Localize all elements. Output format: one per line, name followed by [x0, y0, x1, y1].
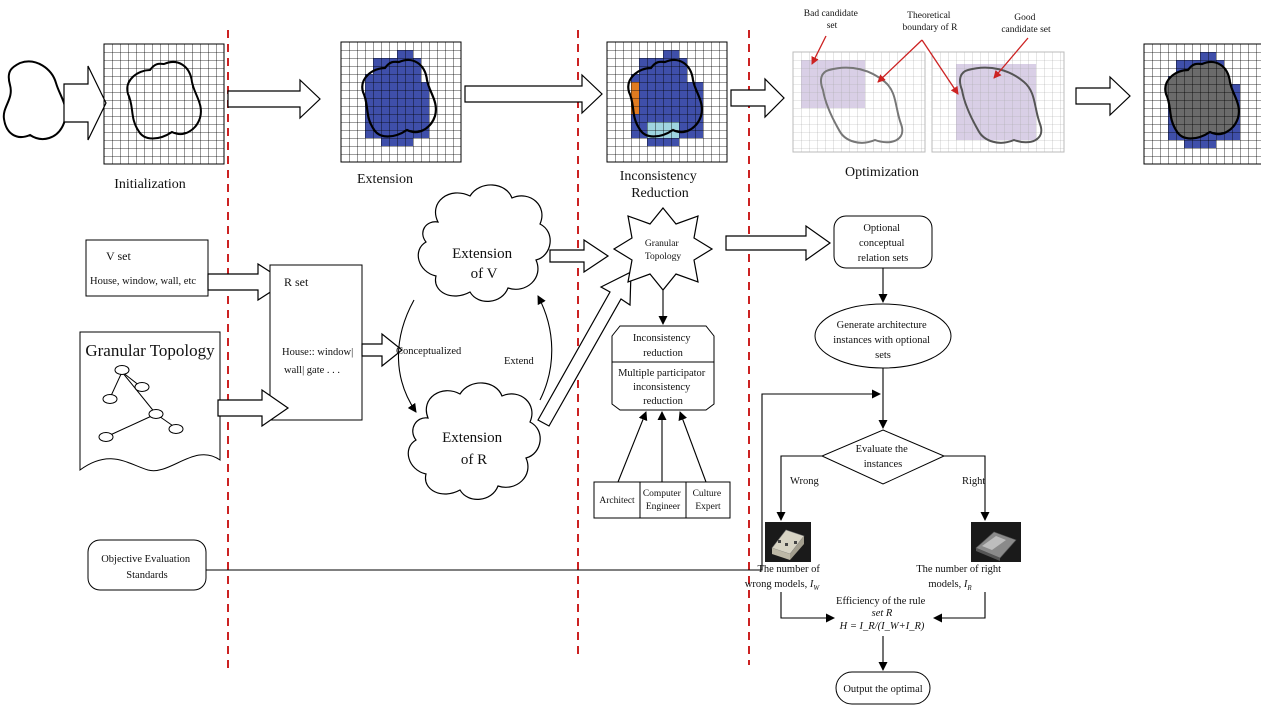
right-model-image — [971, 522, 1021, 562]
participant-architect-box — [593, 481, 641, 519]
granular-topology-title: Granular Topology — [85, 341, 215, 360]
grid-bad-candidate — [792, 51, 926, 153]
inconsistency-box-top: Inconsistency reduction — [633, 333, 693, 359]
objective-standards-label: Objective Evaluation Standards — [101, 554, 193, 581]
participant-arrows — [617, 411, 707, 483]
branch-wrong — [776, 455, 822, 521]
block-arrow-4 — [730, 77, 785, 119]
star-label: Granular Topology — [645, 239, 682, 262]
v-set-items: House, window, wall, etc — [90, 276, 196, 287]
initial-shape — [2, 60, 67, 140]
participant-computer-engineer: Computer Engineer — [643, 489, 683, 512]
inconsistency-reduction-box — [611, 325, 715, 411]
annotation-good-candidate: Good candidate set — [1001, 13, 1051, 35]
label-extend: Extend — [504, 356, 534, 367]
block-arrow-2 — [227, 78, 321, 120]
inconsistency-box-bottom: Multiple participator inconsistency redu… — [618, 368, 708, 407]
stage-dividers — [227, 30, 750, 668]
wrong-models-label: The number of wrong models, IW — [745, 564, 823, 592]
output-optimal-box — [835, 671, 931, 705]
label-right: Right — [962, 476, 985, 487]
arrow-conceptualized — [397, 299, 417, 413]
optional-sets-label: Optional conceptual relation sets — [858, 223, 908, 264]
cloud-extension-v-label: Extension of V — [452, 246, 516, 282]
evaluate-diamond — [820, 429, 946, 485]
label-wrong: Wrong — [790, 476, 819, 487]
block-arrow-3 — [464, 73, 603, 115]
star-granular-topology — [612, 207, 714, 291]
evaluate-label: Evaluate the instances — [856, 444, 911, 470]
generate-instances-label: Generate architecture instances with opt… — [833, 320, 932, 361]
right-models-label: The number of right models, IR — [916, 564, 1003, 592]
annotation-theoretical-boundary: Theoretical boundary of R — [903, 11, 959, 33]
grid-inconsistency — [606, 41, 728, 163]
caption-inconsistency-reduction: Inconsistency Reduction — [620, 169, 700, 201]
grid-good-candidate — [931, 51, 1065, 153]
caption-initialization: Initialization — [114, 177, 186, 192]
cloud-extension-r — [407, 382, 541, 500]
r-set-rules: House:: window| wall| gate . . . — [282, 347, 356, 376]
efficiency-formula: H = I_R/(I_W+I_R) — [839, 621, 925, 632]
participant-culture-box — [685, 481, 731, 519]
arrow-right-to-efficiency — [933, 592, 986, 623]
arrow-objective-to-evaluate — [206, 389, 881, 571]
cloud-extension-r-label: Extension of R — [442, 430, 506, 468]
arrow-r-to-cloud — [361, 332, 403, 368]
arrow-wrong-to-efficiency — [780, 592, 835, 623]
label-conceptualized: Conceptualized — [396, 346, 462, 357]
participant-culture-expert: Culture Expert — [693, 489, 724, 512]
r-set-title: R set — [284, 275, 309, 289]
grid-extension — [340, 41, 462, 163]
topology-graph-icon — [98, 365, 184, 442]
caption-optimization: Optimization — [845, 165, 919, 180]
block-arrow-1 — [63, 65, 107, 141]
output-optimal-label: Output the optimal — [843, 684, 922, 695]
participant-computer-box — [639, 481, 687, 519]
v-set-title: V set — [106, 249, 131, 263]
arrow-cloud-r-to-star — [537, 271, 632, 427]
grid-initialization — [103, 43, 225, 165]
granular-topology-document — [79, 331, 221, 472]
efficiency-label: Efficiency of the rule set R — [836, 596, 928, 619]
arrow-star-to-optional — [725, 224, 832, 262]
objective-standards-box — [87, 539, 207, 591]
annotation-bad-candidate: Bad candidate set — [804, 9, 860, 31]
arrow-extend — [537, 295, 553, 401]
r-set-box — [269, 264, 363, 421]
v-set-box — [85, 239, 209, 297]
grid-final — [1143, 43, 1261, 165]
wrong-model-image — [765, 522, 811, 562]
annotation-arrows — [811, 35, 1029, 95]
branch-right — [944, 455, 990, 521]
participant-architect: Architect — [599, 496, 635, 506]
block-arrow-5 — [1075, 75, 1131, 117]
arrow-cloud-v-to-star — [549, 238, 610, 274]
arrow-granular-to-r — [217, 388, 290, 428]
caption-extension: Extension — [357, 172, 413, 187]
cloud-extension-v — [417, 184, 551, 302]
